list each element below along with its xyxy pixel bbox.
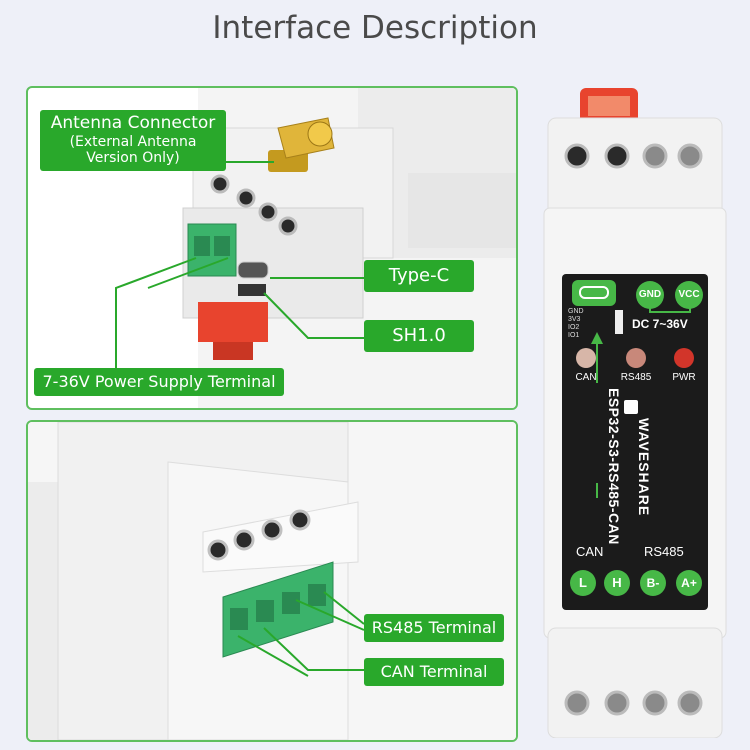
din-clip xyxy=(198,302,268,342)
top-detail-panel: Antenna Connector (External Antenna Vers… xyxy=(26,86,518,410)
model-text: ESP32-S3-RS485-CAN xyxy=(606,388,622,545)
type-c-port xyxy=(237,261,269,279)
power-terminal-label: 7-36V Power Supply Terminal xyxy=(34,368,284,396)
antenna-label-sub2: Version Only) xyxy=(86,149,180,166)
bottom-detail-illustration xyxy=(28,422,516,740)
screw-hole xyxy=(258,202,278,222)
pin-label: 3V3 xyxy=(568,316,581,323)
can-terminal-label: CAN Terminal xyxy=(364,658,504,686)
pin-label: IO1 xyxy=(568,332,580,339)
vcc-badge: VCC xyxy=(675,281,703,309)
terminal-l: L xyxy=(570,570,596,596)
screw-hole xyxy=(233,529,255,551)
screw-hole xyxy=(261,519,283,541)
screw-hole xyxy=(289,509,311,531)
led-label-can: CAN xyxy=(575,372,597,383)
can-header: CAN xyxy=(576,544,604,559)
terminal-h: H xyxy=(604,570,630,596)
arrow-up-icon xyxy=(591,332,603,344)
dc-range: DC 7~36V xyxy=(632,317,688,331)
terminal-a-plus: A+ xyxy=(676,570,702,596)
device-front: GND VCC DC 7~36V GND 3V3 IO2 IO1 CAN RS4… xyxy=(540,88,730,738)
top-detail-illustration xyxy=(115,88,516,408)
screw-hole xyxy=(210,174,230,194)
antenna-label-title: Antenna Connector xyxy=(50,113,216,133)
device-body xyxy=(543,88,727,738)
terminal-b-minus: B- xyxy=(640,570,666,596)
rs485-header: RS485 xyxy=(644,544,684,559)
screw-hole xyxy=(207,539,229,561)
led-label-pwr: PWR xyxy=(672,372,696,383)
page-title: Interface Description xyxy=(212,10,538,46)
pin-label: IO2 xyxy=(568,324,580,331)
pin-labels: GND 3V3 IO2 IO1 xyxy=(568,308,584,340)
screw-hole xyxy=(278,216,298,236)
antenna-label-sub1: (External Antenna xyxy=(69,133,197,150)
antenna-connector-label: Antenna Connector (External Antenna Vers… xyxy=(40,110,226,171)
rs485-terminal-label: RS485 Terminal xyxy=(364,614,504,642)
sh10-label: SH1.0 xyxy=(364,320,474,352)
gnd-badge: GND xyxy=(636,281,664,309)
screw-hole xyxy=(236,188,256,208)
terminal-block xyxy=(222,561,334,658)
brand-text: WAVESHARE xyxy=(636,418,652,517)
can-led xyxy=(576,348,596,368)
pin-label: GND xyxy=(568,308,584,315)
bottom-detail-panel: RS485 Terminal CAN Terminal xyxy=(26,420,518,742)
type-c-label: Type-C xyxy=(364,260,474,292)
sh10-connector xyxy=(238,284,266,296)
led-label-rs485: RS485 xyxy=(620,372,652,383)
usb-icon xyxy=(572,280,616,306)
device-label-panel xyxy=(562,274,708,610)
pwr-led xyxy=(674,348,694,368)
rs485-led xyxy=(626,348,646,368)
